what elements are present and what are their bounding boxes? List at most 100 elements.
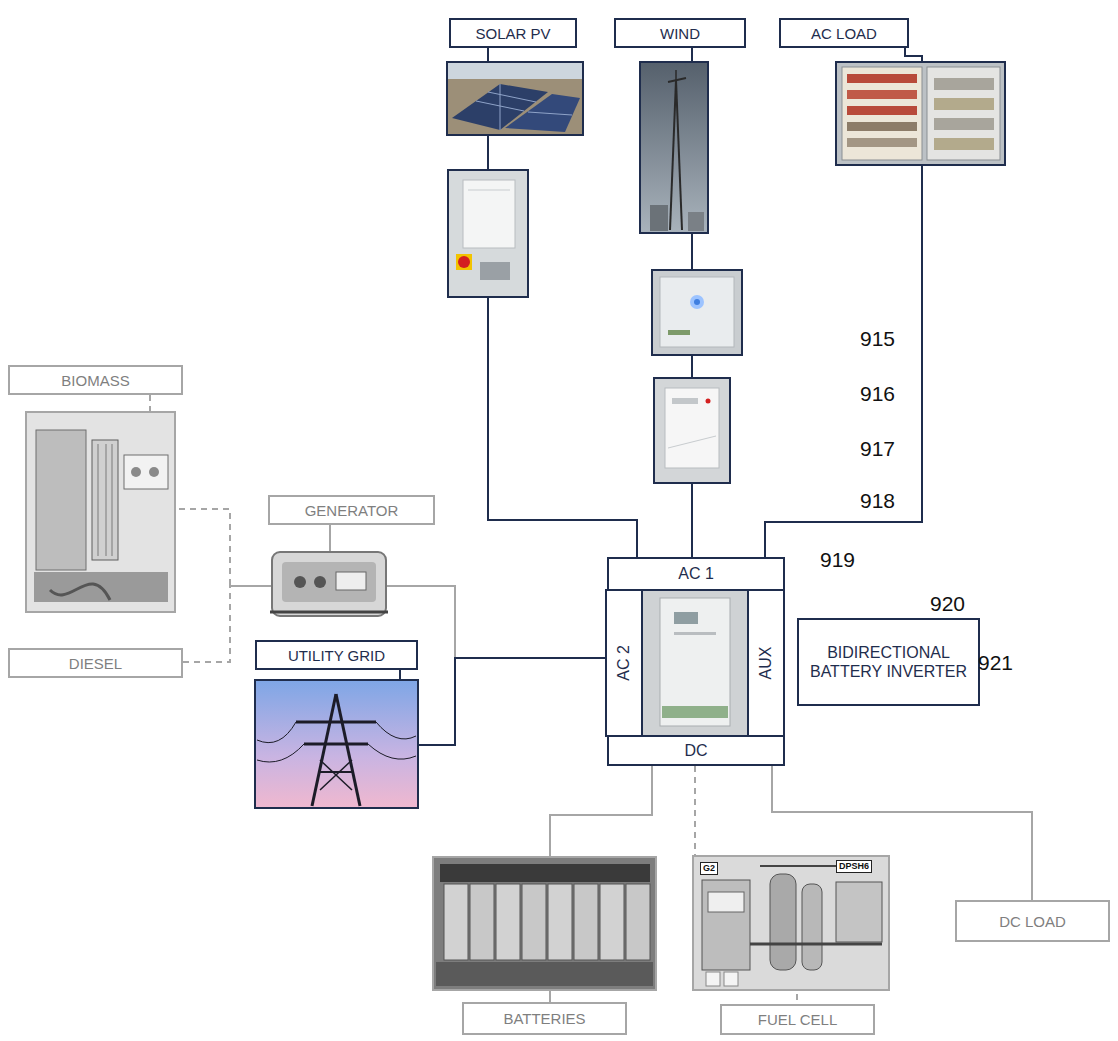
wind-tower-photo-part — [688, 212, 704, 231]
ac-load-photo-part — [927, 67, 1000, 160]
ac-load-photo-part — [934, 138, 994, 150]
batteries-photo-part — [626, 884, 650, 960]
wind-tower-photo-part — [668, 78, 686, 82]
source-label-box: WIND — [614, 18, 746, 48]
utility-grid-photo-part — [320, 760, 352, 790]
fuel-cell-photo-part — [693, 856, 889, 990]
solar-inverter-photo-part — [480, 262, 510, 280]
wind-tower-photo — [640, 62, 708, 233]
photo-tag: DPSH6 — [836, 860, 872, 873]
batteries-photo-part — [522, 884, 546, 960]
wind-inverter-photo-part — [672, 398, 698, 404]
wind-inverter-photo — [654, 378, 730, 483]
solar-inverter-photo — [448, 170, 528, 297]
callout-number: 916 — [860, 383, 895, 404]
ac-load-photo-part — [847, 90, 917, 99]
generator-photo-part — [336, 572, 366, 590]
ac-load-photo-part — [934, 78, 994, 90]
battery-inverter-photo-part — [660, 598, 730, 726]
ac-load-photo-part — [847, 138, 917, 147]
batteries-photo-part — [470, 884, 494, 960]
solar-inverter-photo-part — [448, 170, 528, 297]
utility-grid-photo-part — [255, 680, 418, 808]
utility-grid-photo-part — [368, 744, 416, 759]
callout-number: 917 — [860, 438, 895, 459]
callout-number: 919 — [820, 549, 855, 570]
utility-grid-photo — [255, 680, 418, 808]
biomass-photo-part — [98, 444, 99, 556]
solar-photo — [447, 62, 583, 135]
node-label: BATTERIES — [503, 1010, 585, 1027]
source-label-box: SOLAR PV — [449, 18, 577, 48]
biomass-photo-part — [124, 455, 168, 489]
solar-photo-part — [505, 94, 580, 132]
node-label: DIESEL — [69, 655, 122, 672]
wind-inverter-photo-part — [668, 436, 716, 448]
solar-inverter-photo-part — [468, 190, 510, 191]
fuel-cell-photo-part — [750, 943, 882, 946]
biomass-photo-part — [36, 430, 86, 570]
ac-load-photo-part — [934, 98, 994, 110]
solar-photo-part — [500, 84, 501, 130]
wind-controller-photo-part — [652, 270, 742, 355]
solar-photo-part — [528, 112, 572, 115]
utility-grid-photo-part — [257, 722, 296, 743]
utility-grid-photo-part — [257, 744, 304, 762]
wind-tower-photo-part — [640, 62, 708, 233]
generator-photo-part — [282, 562, 376, 602]
fuel-cell-photo-part — [708, 892, 744, 912]
ac-load-photo-part — [847, 74, 917, 83]
batteries-photo-part — [436, 962, 653, 986]
node-label: FUEL CELL — [758, 1011, 837, 1028]
generator-photo-part — [270, 611, 388, 614]
battery-inverter-photo-part — [674, 632, 716, 635]
node-label: DC — [684, 742, 707, 760]
node-label: BIOMASS — [61, 372, 129, 389]
storage-label-box: FUEL CELL — [720, 1004, 875, 1035]
node-label: AUX — [757, 647, 775, 680]
load-label-box: DC LOAD — [955, 900, 1110, 942]
batteries-photo-part — [600, 884, 624, 960]
port-band: AC 2 — [605, 589, 643, 737]
ac-load-photo-part — [836, 62, 1005, 165]
device-label-box: BIDIRECTIONAL BATTERY INVERTER — [797, 618, 980, 706]
utility-grid-photo-part — [376, 722, 416, 739]
utility-grid-photo-part — [296, 721, 376, 724]
fuel-cell-photo-part — [836, 882, 882, 942]
wind-controller-photo-part — [690, 295, 704, 309]
callout-number: 920 — [930, 593, 965, 614]
biomass-photo-part — [131, 467, 141, 477]
battery-inverter-photo-part — [662, 706, 728, 718]
biomass-photo — [26, 412, 175, 612]
wind-controller-photo — [652, 270, 742, 355]
node-label: GENERATOR — [305, 502, 399, 519]
generator-photo-part — [314, 576, 326, 588]
callout-number: 915 — [860, 328, 895, 349]
batteries-photo-part — [548, 884, 572, 960]
biomass-photo-part — [50, 584, 110, 600]
solar-photo-part — [447, 62, 583, 135]
wind-tower-photo-part — [676, 80, 682, 230]
utility-grid-photo-part — [320, 760, 352, 790]
node-label: AC 1 — [678, 565, 714, 583]
wind-controller-photo-part — [694, 299, 700, 305]
batteries-photo-part — [433, 857, 656, 990]
batteries-photo-part — [496, 884, 520, 960]
biomass-photo-part — [34, 572, 168, 602]
wind-tower-photo-part — [650, 205, 668, 231]
node-label: SOLAR PV — [475, 25, 550, 42]
wind-inverter-photo-part — [665, 388, 719, 468]
ac-load-photo-part — [847, 106, 917, 115]
source-label-box: UTILITY GRID — [255, 640, 418, 670]
biomass-photo-part — [26, 412, 175, 612]
solar-inverter-photo-part — [458, 256, 470, 268]
batteries-photo-part — [574, 884, 598, 960]
wind-tower-photo-part — [670, 80, 676, 230]
ac-load-photo-part — [842, 67, 922, 160]
source-label-box: BIOMASS — [8, 365, 183, 395]
fuel-cell-photo-part — [702, 880, 750, 970]
utility-grid-photo-part — [312, 694, 336, 806]
solar-photo-part — [488, 92, 536, 102]
